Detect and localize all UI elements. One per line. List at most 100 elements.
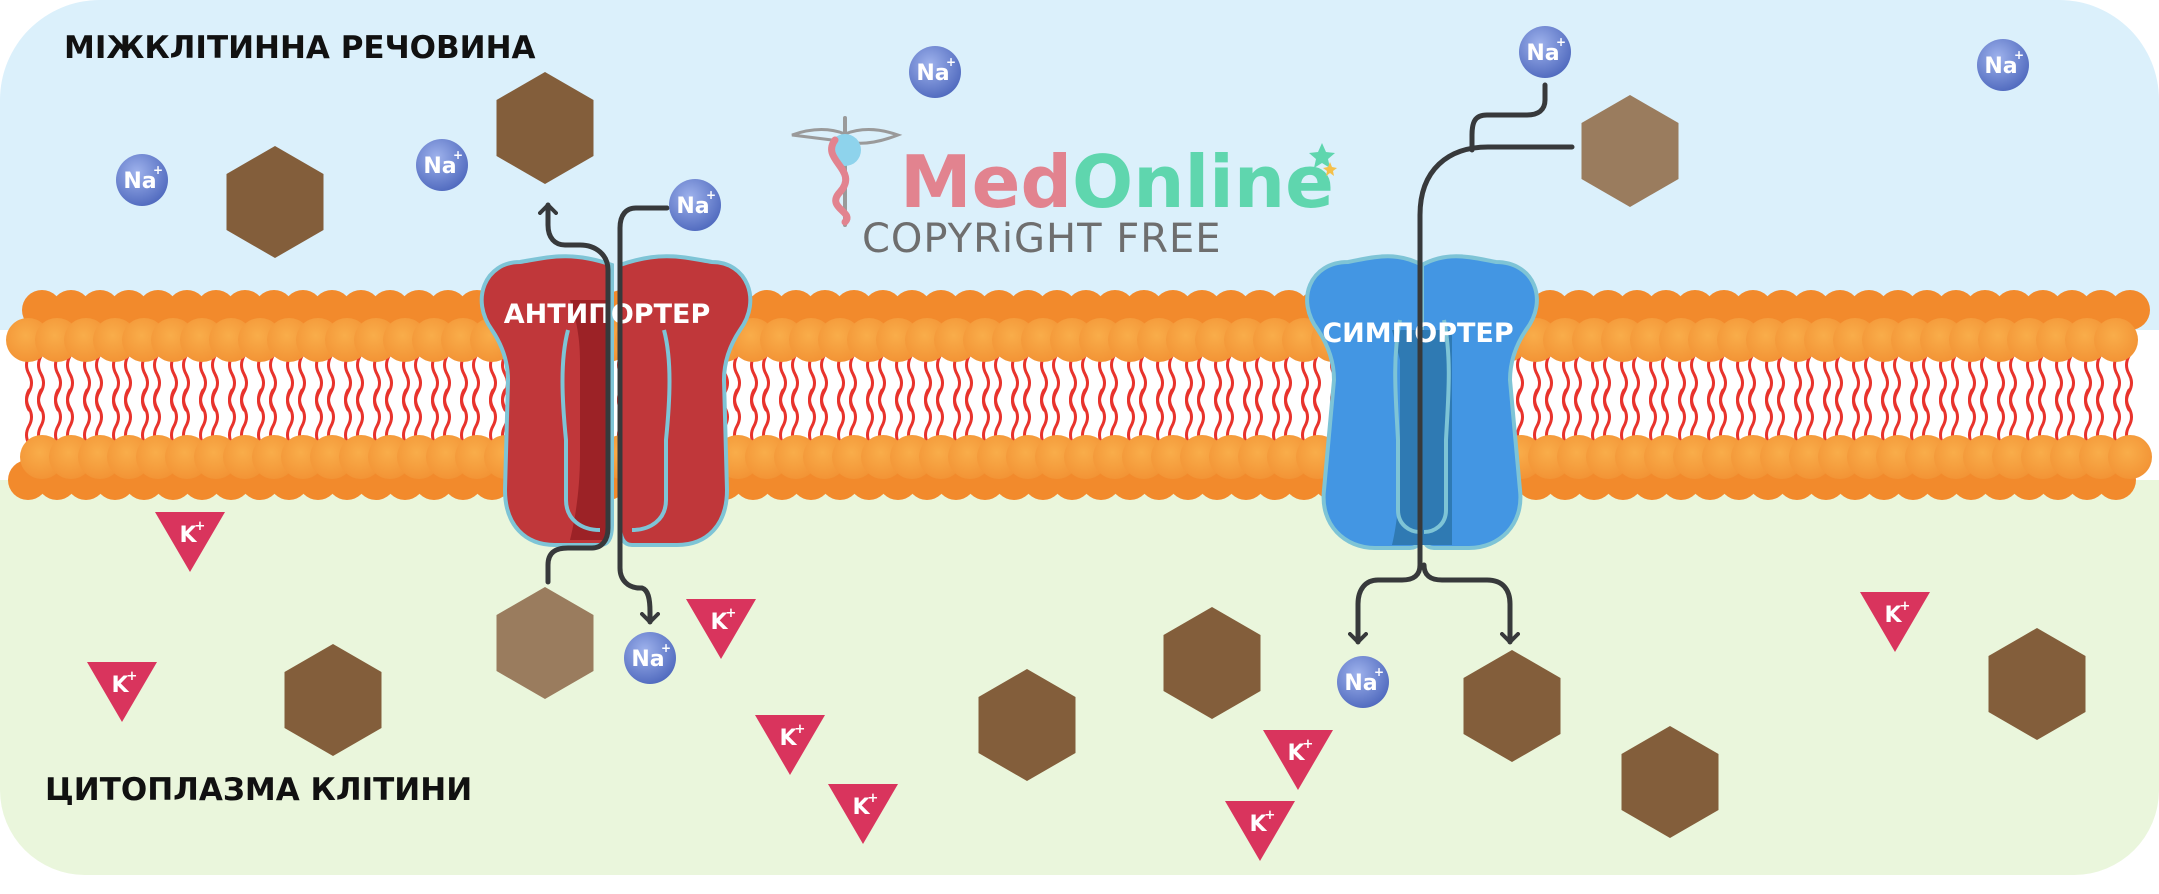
sodium-ion-label: Na [123,169,156,194]
molecule-hexagon [1463,650,1561,762]
potassium-ion-charge: + [795,722,806,737]
transported-molecules [226,72,2086,838]
potassium-ion: K+ [828,784,898,844]
potassium-ion-body [755,715,825,775]
antiporter-core [570,300,606,540]
symporter-channel-outline-right [1423,319,1451,534]
sodium-ion-body [116,154,168,206]
sodium-ion-label: Na [1526,41,1559,66]
potassium-ion-label: K [779,726,797,751]
potassium-ion-label: K [179,523,197,548]
caduceus-icon [791,116,903,227]
potassium-ion-charge: + [127,669,138,684]
antiporter-sodium-path [617,205,670,625]
extracellular-label: МІЖКЛІТИННА РЕЧОВИНА [64,30,536,66]
potassium-ion-label: K [1287,741,1305,766]
lipid-head [2094,318,2138,362]
lipid-bilayer [6,290,2152,500]
sodium-ion-charge: + [661,641,671,655]
sodium-ion: Na+ [1977,39,2029,91]
potassium-ion-label: K [710,610,728,635]
potassium-ion-charge: + [1900,599,1911,614]
sodium-ion-charge: + [453,148,463,162]
molecule-hexagon [1988,628,2086,740]
sodium-ion-charge: + [153,163,163,177]
potassium-ion: K+ [155,512,225,572]
molecule-hexagon [496,587,594,699]
sodium-ion-charge: + [946,55,956,69]
potassium-ion-charge: + [726,606,737,621]
sodium-ion-label: Na [631,647,664,672]
symporter-sodium-in-path [1469,82,1548,153]
transport-arrows [538,82,1575,645]
sodium-ion-label: Na [916,61,949,86]
potassium-ion: K+ [1225,801,1295,861]
sodium-ion: Na+ [1337,656,1389,708]
sodium-ion: Na+ [669,179,721,231]
sodium-ion: Na+ [624,632,676,684]
sodium-ion-label: Na [423,154,456,179]
sodium-ion-charge: + [2014,48,2024,62]
lipid-head [2108,435,2152,479]
potassium-ion-charge: + [868,791,879,806]
potassium-ion-charge: + [1303,737,1314,752]
potassium-ion-body [1860,592,1930,652]
symporter-channel-outline [1393,319,1421,534]
sodium-ion-body [416,139,468,191]
symporter-split-path [1421,562,1520,645]
molecule-hexagon [226,146,324,258]
antiporter-channel-outline [560,329,601,532]
sodium-ion: Na+ [116,154,168,206]
sodium-ion-body [1519,26,1571,78]
symporter-molecule-in-path [1348,144,1575,645]
medonline-watermark: MedOnline COPYRiGHT FREE [791,116,1337,262]
cytoplasm-label: ЦИТОПЛАЗМА КЛІТИНИ [45,772,472,808]
cytoplasm-space [0,480,2159,875]
potassium-ion-body [828,784,898,844]
sodium-ion-label: Na [1984,54,2017,79]
potassium-ion: K+ [1263,730,1333,790]
potassium-ion-body [1263,730,1333,790]
molecule-hexagon [284,644,382,756]
sodium-ion-label: Na [1344,671,1377,696]
star-icon [1309,143,1337,176]
sodium-ion: Na+ [416,139,468,191]
potassium-ion-charge: + [195,519,206,534]
antiporter-molecule-path [538,202,611,585]
sodium-ion: Na+ [909,46,961,98]
potassium-ion-label: K [1884,603,1902,628]
potassium-ion-body [1225,801,1295,861]
sodium-ion-charge: + [1374,665,1384,679]
sodium-ion-body [1977,39,2029,91]
potassium-ions: K+K+K+K+K+K+K+K+ [87,512,1930,861]
molecule-hexagon [1163,607,1261,719]
molecule-hexagon [978,669,1076,781]
molecule-hexagon [1621,726,1719,838]
sodium-ion: Na+ [1519,26,1571,78]
brand-logo: MedOnline [900,140,1334,224]
antiporter-channel-outline-right [631,329,672,532]
potassium-ion-label: K [852,795,870,820]
potassium-ion: K+ [686,599,756,659]
molecule-hexagon [1581,95,1679,207]
sodium-ion-body [909,46,961,98]
molecule-hexagon [496,72,594,184]
sodium-ion-charge: + [1556,35,1566,49]
lipid-heads-outer [6,290,2150,362]
sodium-ion-body [624,632,676,684]
sodium-ion-body [669,179,721,231]
antiporter-protein: АНТИПОРТЕР [479,254,753,547]
potassium-ion: K+ [87,662,157,722]
potassium-ion-charge: + [1265,808,1276,823]
sodium-ion-body [1337,656,1389,708]
sodium-ions: Na+Na+Na+Na+Na+Na+Na+Na+ [116,26,2029,708]
potassium-ion-body [686,599,756,659]
sodium-ion-charge: + [706,188,716,202]
potassium-ion-body [87,662,157,722]
potassium-ion-label: K [1249,812,1267,837]
potassium-ion-body [155,512,225,572]
potassium-ion-label: K [111,673,129,698]
potassium-ion: K+ [1860,592,1930,652]
lipid-heads-inner [8,435,2152,500]
